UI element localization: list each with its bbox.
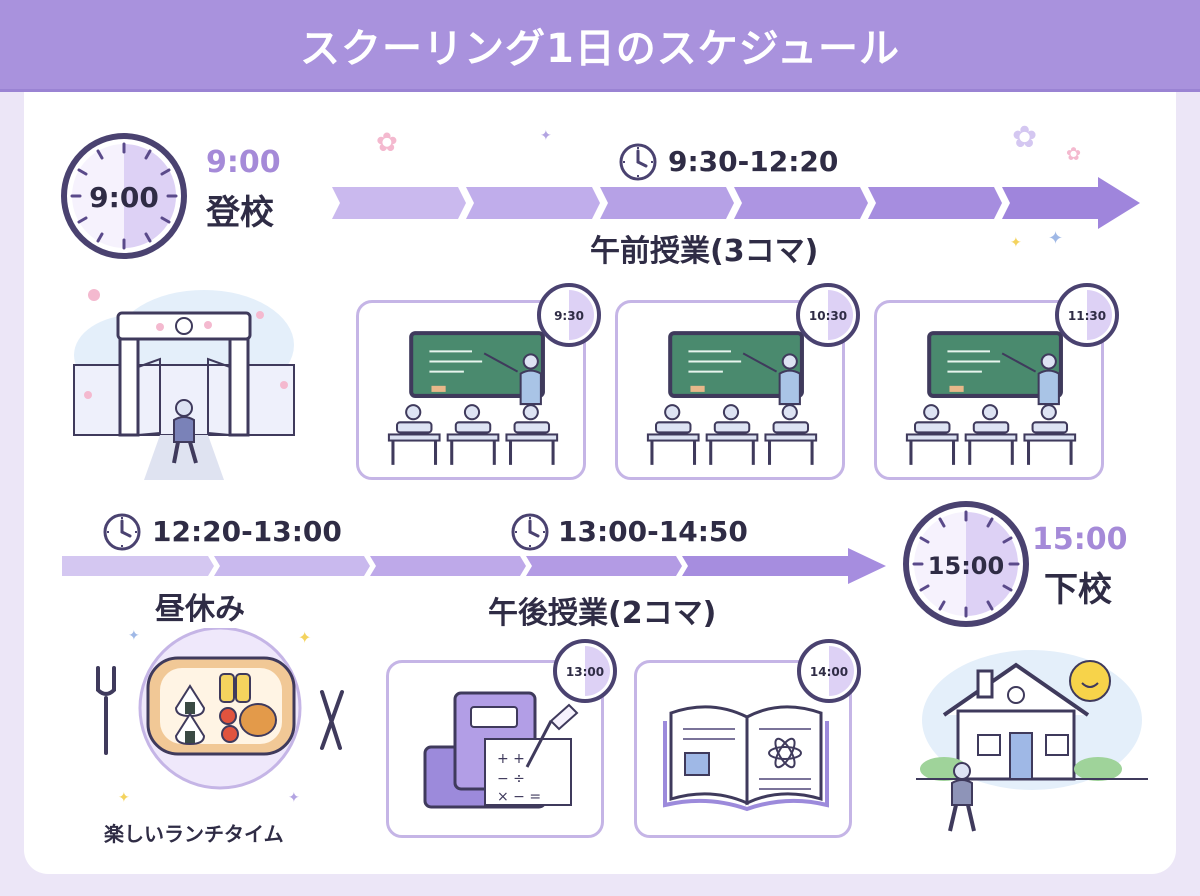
period-clock-label: 14:00 bbox=[810, 665, 848, 679]
sparkle-icon: ✦ bbox=[1010, 235, 1022, 251]
flower-icon: ✿ bbox=[1066, 144, 1082, 165]
textbook-math-illustration: + + − ÷ × − = bbox=[423, 691, 579, 809]
period-clock-label: 10:30 bbox=[809, 309, 847, 323]
school-gate-illustration bbox=[73, 289, 295, 480]
flower-icon: ✿ bbox=[376, 128, 398, 158]
house-illustration bbox=[916, 650, 1148, 832]
afternoon-label: 午後授業(2コマ) bbox=[488, 596, 717, 631]
period-clock-icon: 9:30 bbox=[537, 283, 601, 347]
svg-text:+ +: + + bbox=[497, 751, 525, 767]
dismissal-clock-icon: 15:00 bbox=[903, 501, 1029, 627]
morning-range: 9:30-12:20 bbox=[668, 145, 839, 178]
period-clock-icon: 10:30 bbox=[796, 283, 860, 347]
lunch-caption: 楽しいランチタイム bbox=[104, 822, 284, 846]
dismissal-label: 下校 bbox=[1044, 570, 1112, 610]
period-clock-icon: 11:30 bbox=[1055, 283, 1119, 347]
period-clock-label: 13:00 bbox=[566, 665, 604, 679]
sparkle-icon: ✦ bbox=[298, 628, 312, 647]
lunch-range: 12:20-13:00 bbox=[152, 515, 342, 548]
afternoon-timeline-arrow bbox=[62, 548, 886, 584]
dismissal-time: 15:00 bbox=[1032, 522, 1128, 557]
flower-icon: ✿ bbox=[1012, 120, 1038, 155]
arrival-time: 9:00 bbox=[206, 145, 281, 180]
morning-clock-icon bbox=[619, 143, 657, 181]
lunch-clock-icon bbox=[103, 513, 141, 551]
morning-label: 午前授業(3コマ) bbox=[590, 234, 819, 269]
svg-text:× − =: × − = bbox=[497, 789, 541, 805]
header-banner: スクーリング1日のスケジュール bbox=[0, 0, 1200, 92]
sparkle-icon: ✦ bbox=[540, 128, 552, 144]
lunch-label: 昼休み bbox=[155, 592, 245, 627]
dismissal-clock-label: 15:00 bbox=[928, 552, 1004, 580]
bento-lunch-illustration bbox=[96, 628, 344, 790]
afternoon-clock-icon bbox=[511, 513, 549, 551]
period-clock-label: 9:30 bbox=[554, 309, 584, 323]
afternoon-period-1: + + − ÷ × − = bbox=[386, 660, 604, 838]
page-title: スクーリング1日のスケジュール bbox=[299, 26, 901, 72]
afternoon-range: 13:00-14:50 bbox=[558, 515, 748, 548]
sparkle-icon: ✦ bbox=[128, 628, 140, 644]
sparkle-icon: ✦ bbox=[1048, 228, 1064, 249]
period-clock-icon: 14:00 bbox=[797, 639, 861, 703]
arrival-label: 登校 bbox=[206, 193, 274, 233]
arrival-clock-icon: 9:00 bbox=[61, 133, 187, 259]
open-book-illustration bbox=[663, 705, 829, 812]
svg-text:− ÷: − ÷ bbox=[497, 771, 525, 787]
arrival-clock-label: 9:00 bbox=[89, 181, 159, 214]
period-clock-icon: 13:00 bbox=[553, 639, 617, 703]
sparkle-icon: ✦ bbox=[288, 790, 300, 806]
morning-timeline-arrow bbox=[332, 177, 1140, 229]
period-clock-label: 11:30 bbox=[1068, 309, 1106, 323]
morning-period-1 bbox=[356, 300, 586, 480]
sparkle-icon: ✦ bbox=[118, 790, 130, 806]
